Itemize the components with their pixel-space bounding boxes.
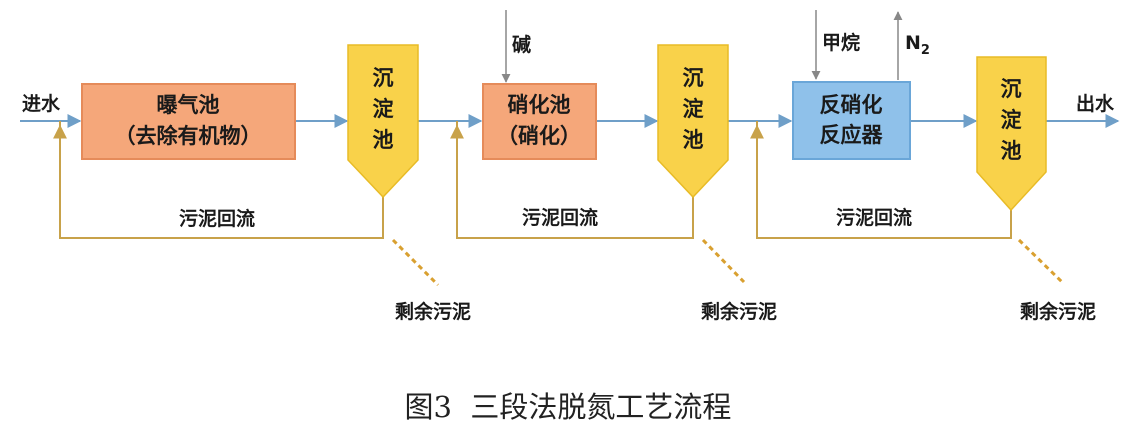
excess-sludge-line-2	[701, 238, 746, 284]
settling-tank-1	[347, 44, 419, 199]
excess-sludge-label-2: 剩余污泥	[701, 300, 777, 323]
svg-text:沉: 沉	[1001, 77, 1022, 101]
aeration-tank-sublabel: （去除有机物）	[115, 124, 262, 148]
excess-sludge-line-3	[1017, 238, 1064, 284]
sludge-return-lines	[53, 121, 1012, 239]
outflow-label: 出水	[1076, 92, 1115, 115]
settling-tank-2	[657, 44, 729, 199]
sludge-return-label-3: 污泥回流	[836, 206, 912, 229]
aeration-tank	[81, 83, 296, 160]
settling-tank-3-label: 沉 淀 池	[1001, 77, 1023, 163]
nitrification-tank-label: 硝化池	[508, 93, 571, 117]
sludge-return-loop-2	[456, 121, 694, 239]
alkali-input-label: 碱	[512, 33, 531, 56]
settling-tank-1-label: 沉 淀 池	[373, 66, 395, 152]
nitrogen-symbol: N	[905, 32, 921, 54]
svg-text:淀: 淀	[1001, 108, 1023, 132]
excess-sludge-label-1: 剩余污泥	[395, 300, 471, 323]
aeration-tank-label: 曝气池	[157, 93, 220, 117]
nitrogen-output-label: N2	[905, 32, 930, 58]
svg-text:沉: 沉	[373, 66, 394, 90]
excess-sludge-line-1	[391, 238, 440, 287]
svg-text:池: 池	[1001, 139, 1022, 163]
nitrification-tank-sublabel: （硝化）	[497, 124, 581, 148]
methane-input-label: 甲烷	[822, 31, 860, 54]
inflow-label: 进水	[22, 93, 61, 115]
settling-tank-3	[976, 56, 1047, 212]
svg-text:沉: 沉	[683, 66, 704, 90]
settling-tank-2-label: 沉 淀 池	[683, 66, 705, 152]
denitrification-reactor-label: 反硝化	[820, 93, 883, 117]
figure-caption: 图3 三段法脱氮工艺流程	[405, 390, 732, 424]
sludge-return-loop-1	[59, 121, 384, 239]
svg-text:淀: 淀	[683, 97, 705, 121]
nitrogen-subscript: 2	[921, 43, 930, 58]
sludge-return-label-2: 污泥回流	[522, 206, 598, 229]
denitrification-reactor	[792, 81, 911, 160]
nitrification-tank	[482, 83, 597, 160]
excess-sludge-lines	[391, 238, 1064, 287]
svg-text:池: 池	[373, 128, 394, 152]
denitrification-reactor-sublabel: 反应器	[820, 123, 884, 147]
sludge-return-loop-3	[756, 121, 1012, 239]
svg-text:池: 池	[683, 128, 704, 152]
input-output-lines	[501, 10, 903, 83]
sludge-return-label-1: 污泥回流	[179, 207, 255, 230]
excess-sludge-label-3: 剩余污泥	[1020, 300, 1096, 323]
svg-text:淀: 淀	[373, 97, 395, 121]
